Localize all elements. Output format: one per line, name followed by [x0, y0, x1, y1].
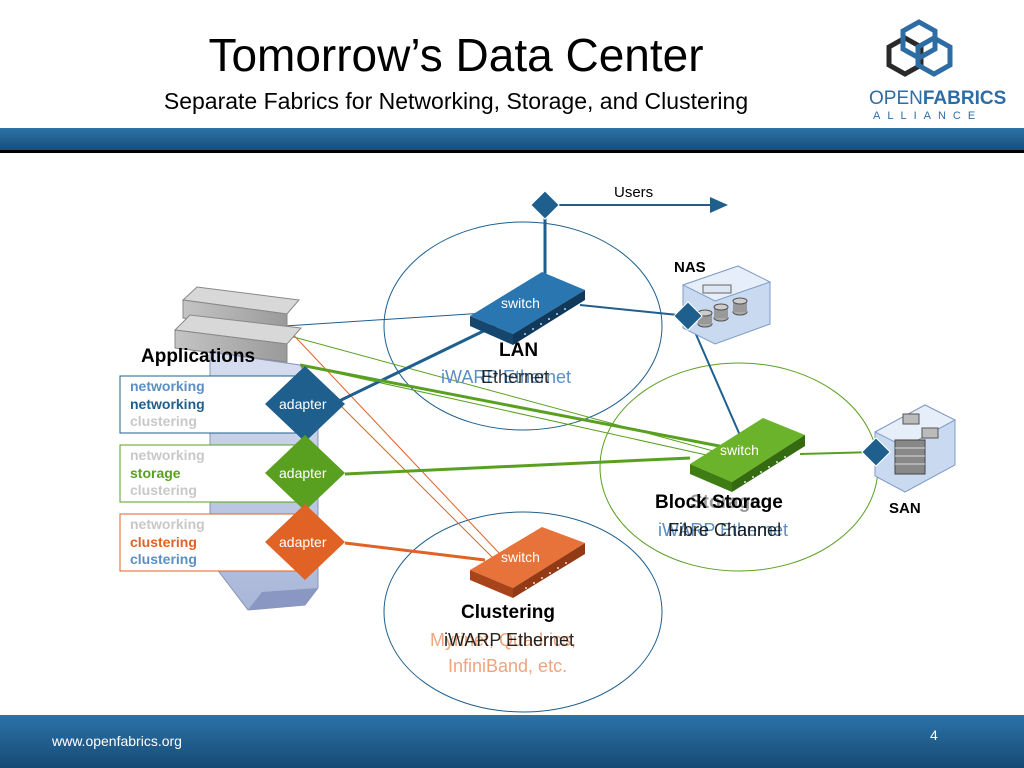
san-port-icon: [861, 437, 891, 467]
storage-title-ghost: Storage: [690, 492, 761, 513]
clustering-switch-icon: [470, 527, 585, 598]
lan-tech: iWARP Ethernet: [441, 367, 572, 387]
nas-storage-link: [687, 315, 743, 441]
panel2-line2: storage: [130, 465, 181, 481]
networking-adapter-label: adapter: [279, 396, 327, 412]
clustering-ellipse: [383, 511, 663, 713]
lan-ellipse: [383, 221, 663, 431]
applications-label: Applications: [141, 346, 256, 367]
page-subtitle: Separate Fabrics for Networking, Storage…: [163, 88, 749, 114]
storage-adapter-label: adapter: [279, 465, 327, 481]
panel1-line3: clustering: [130, 413, 197, 429]
header-underline: [0, 150, 1024, 153]
footer-url[interactable]: www.openfabrics.org: [52, 733, 182, 749]
server-thin-links: [284, 311, 729, 571]
logo-alliance: ALLIANCE: [873, 110, 983, 122]
lan-switch-icon: [470, 272, 585, 345]
san-storage-icon: [873, 404, 957, 493]
clustering-adapter-icon: [265, 504, 345, 580]
users-port-icon: [530, 190, 560, 220]
clustering-title: Clustering: [461, 602, 555, 623]
footer-bar: [0, 715, 1024, 768]
page-number: 4: [930, 727, 938, 743]
clustering-adapter-link: [344, 541, 486, 562]
lan-tech-overlap: Ethernet: [481, 367, 550, 387]
openfabrics-logo-icon: [886, 19, 953, 77]
storage-switch-label: switch: [720, 442, 759, 458]
panel1-line2: networking: [130, 396, 205, 412]
storage-app-link: [299, 363, 741, 452]
panel2-line3: clustering: [130, 482, 197, 498]
lan-nas-link: [579, 304, 689, 317]
clustering-switch-label: switch: [501, 549, 540, 565]
lan-title: LAN: [499, 340, 539, 361]
panel2-line1: networking: [130, 447, 205, 463]
clustering-adapter-label: adapter: [279, 534, 327, 550]
header-bar: [0, 128, 1024, 152]
san-label: SAN: [889, 500, 921, 517]
panel3-line3: clustering: [130, 551, 197, 567]
clustering-tech: iWARP Ethernet: [444, 630, 575, 650]
users-label: Users: [614, 184, 654, 201]
clustering-tech-ghost: Myrinet, Quadrics,: [430, 630, 577, 650]
lan-switch-label: switch: [501, 295, 540, 311]
page-title: Tomorrow’s Data Center: [208, 29, 704, 81]
storage-tech: Fibre Channel: [668, 520, 782, 540]
networking-adapter-icon: [265, 366, 345, 442]
nas-storage-icon: [681, 265, 772, 345]
logo-word-fabrics: FABRICS: [922, 88, 1007, 109]
panel1-line1: networking: [130, 378, 205, 394]
storage-title: Block Storage: [655, 492, 783, 513]
storage-tech-ghost: iWARP Ethernet: [658, 520, 789, 540]
panel3-line2: clustering: [130, 534, 197, 550]
clustering-tech-2: InfiniBand, etc.: [448, 656, 568, 676]
nas-port-icon: [673, 301, 703, 331]
storage-adapter-link: [344, 456, 691, 476]
panel3-line1: networking: [130, 516, 205, 532]
logo-word-open: OPEN: [869, 88, 923, 109]
storage-switch-icon: [690, 418, 805, 492]
storage-adapter-icon: [265, 435, 345, 511]
logo-wordmark: OPENFABRICS: [869, 88, 1006, 110]
nas-label: NAS: [674, 259, 706, 276]
